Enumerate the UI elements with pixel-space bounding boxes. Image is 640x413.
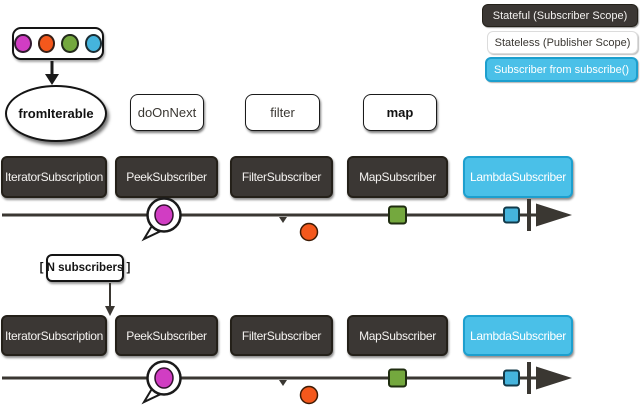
subscriber-box-peek-subscriber: PeekSubscriber [115, 156, 218, 198]
legend-stateful-label: Stateful (Subscriber Scope) [492, 9, 628, 22]
source-to-operator-arrow-icon [45, 61, 59, 85]
subscriber-box-map-subscriber: MapSubscriber [347, 156, 448, 198]
operator-do-on-next: doOnNext [130, 94, 204, 131]
operator-map: map [363, 94, 437, 131]
subscriber-box-filter-subscriber: FilterSubscriber [230, 315, 333, 356]
box-label: LambdaSubscriber [470, 328, 566, 343]
subscriber-box-iterator-subscription: IteratorSubscription [1, 156, 107, 198]
legend-subscribe: Subscriber from subscribe() [485, 57, 638, 82]
legend-subscribe-label: Subscriber from subscribe() [493, 63, 630, 76]
source-collection [12, 27, 104, 60]
box-label: FilterSubscriber [241, 328, 322, 343]
n-subscribers-badge: [ N subscribers ] [40, 254, 130, 282]
orange-marble-icon [37, 34, 55, 53]
timeline-arrow-icon [536, 203, 572, 227]
n-subscribers-arrow-icon [105, 283, 115, 316]
box-label: PeekSubscriber [126, 170, 207, 184]
timeline-2 [2, 360, 572, 405]
green-marble-icon [61, 34, 79, 53]
blue-marble-icon [84, 34, 102, 53]
n-subscribers-label: [ N subscribers ] [39, 262, 131, 274]
magenta-marble [154, 367, 174, 389]
magenta-marble [154, 204, 174, 226]
box-label: IteratorSubscription [4, 328, 104, 343]
filter-label: filter [270, 105, 295, 120]
legend-stateful: Stateful (Subscriber Scope) [482, 4, 638, 27]
timeline-arrow-icon [536, 366, 572, 390]
subscriber-box-peek-subscriber: PeekSubscriber [115, 315, 218, 356]
speech-bubble-icon [141, 197, 182, 242]
legend-stateless: Stateless (Publisher Scope) [487, 31, 638, 54]
from-iterable-operator: fromIterable [5, 85, 107, 142]
speech-bubble-icon [141, 360, 182, 405]
blue-marble-square [503, 369, 520, 387]
green-marble-square [388, 368, 407, 388]
subscriber-box-lambda-subscriber: LambdaSubscriber [463, 156, 573, 198]
from-iterable-label: fromIterable [18, 106, 94, 121]
box-label: MapSubscriber [359, 328, 436, 343]
box-label: LambdaSubscriber [470, 170, 566, 184]
drop-tick-icon [279, 380, 287, 386]
legend-stateless-label: Stateless (Publisher Scope) [494, 36, 631, 49]
magenta-marble-icon [14, 34, 32, 53]
green-marble-square [388, 205, 407, 225]
subscriber-box-lambda-subscriber: LambdaSubscriber [463, 315, 573, 356]
do-on-next-label: doOnNext [137, 105, 197, 120]
blue-marble-square [503, 206, 520, 224]
map-label: map [386, 105, 414, 120]
box-label: MapSubscriber [359, 170, 436, 184]
drop-tick-icon [279, 217, 287, 223]
orange-marble-dropped [299, 385, 319, 405]
timeline-1 [2, 197, 572, 242]
operator-filter: filter [245, 94, 320, 131]
box-label: IteratorSubscription [4, 170, 104, 184]
box-label: PeekSubscriber [126, 328, 207, 343]
box-label: FilterSubscriber [241, 170, 322, 184]
subscriber-box-iterator-subscription: IteratorSubscription [1, 315, 107, 356]
orange-marble-dropped [299, 222, 319, 242]
subscriber-box-filter-subscriber: FilterSubscriber [230, 156, 333, 198]
subscriber-box-map-subscriber: MapSubscriber [347, 315, 448, 356]
